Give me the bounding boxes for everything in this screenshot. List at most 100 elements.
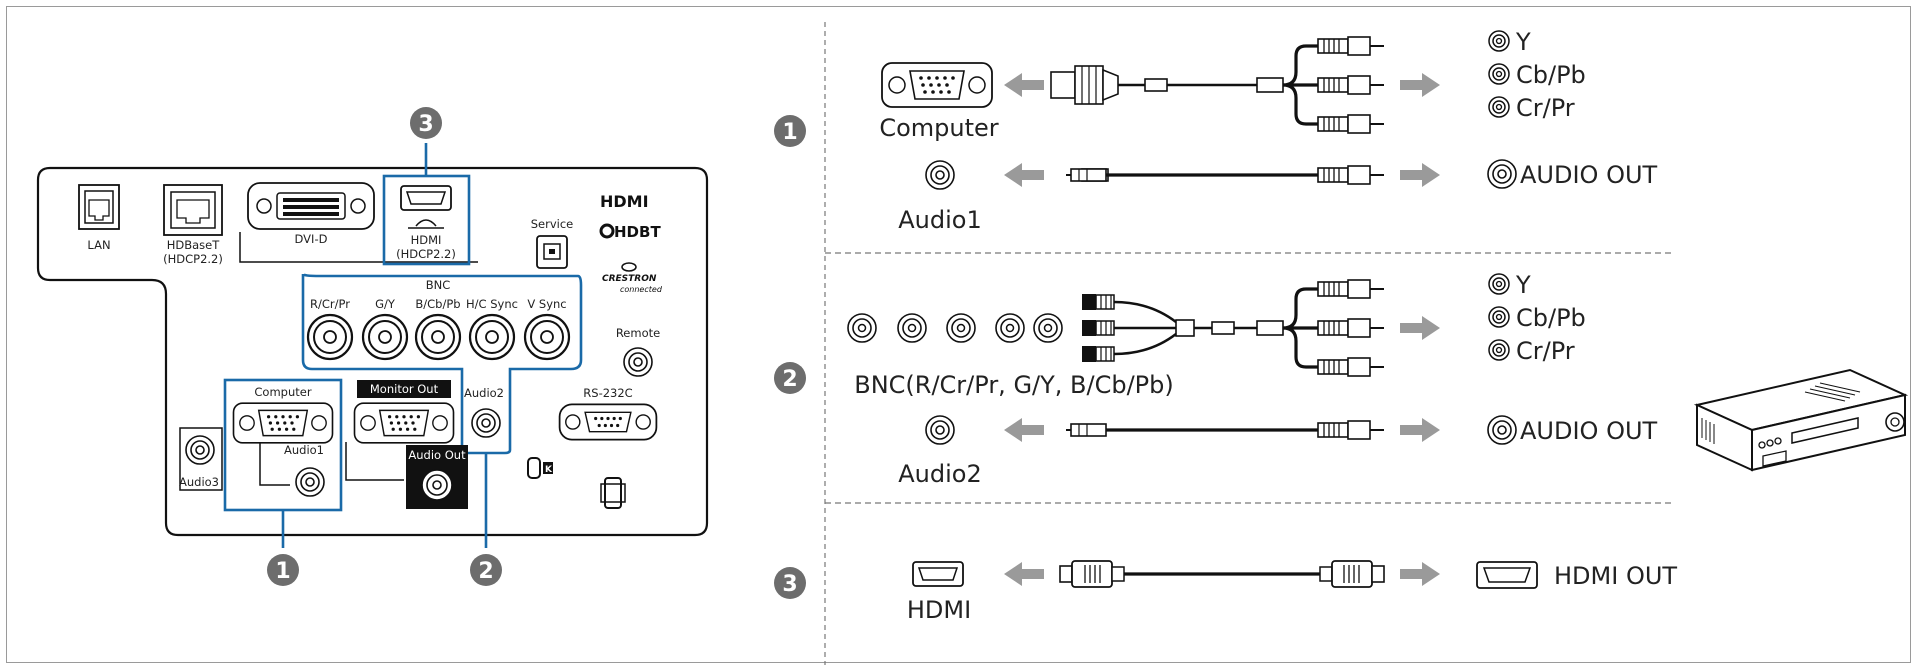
rear-panel: LAN HDBaseT (HDCP2.2) DVI-D xyxy=(36,107,709,586)
crestron-logo: CRESTRON connected xyxy=(602,262,663,294)
row-3-output-label: HDMI OUT xyxy=(1554,562,1677,590)
service-port xyxy=(536,235,568,269)
dvi-label: DVI-D xyxy=(295,232,328,246)
audio-out-jack-icon-1 xyxy=(1487,159,1517,189)
audio-cable-1 xyxy=(1066,165,1385,185)
row-3-source-label: HDMI xyxy=(907,596,971,624)
row-2-marker xyxy=(774,362,806,394)
y-jack-icon xyxy=(1488,30,1510,52)
row-1-output-y: Y xyxy=(1515,28,1531,56)
hdmi-cable xyxy=(1059,560,1385,588)
connection-row-3: 3 HDMI HDMI OUT xyxy=(774,560,1677,624)
hdmi-out-port-icon xyxy=(1476,561,1538,589)
row-1-output-cbpb: Cb/Pb xyxy=(1516,61,1586,89)
bnc-vsync-label: V Sync xyxy=(527,297,566,311)
connection-row-2: 2 BNC(R/Cr/Pr, G/Y, B/Cb/Pb) Y xyxy=(774,271,1658,488)
row-2-audio-arrow-left xyxy=(1004,418,1044,442)
callout-3-marker xyxy=(410,107,442,139)
audio1-port xyxy=(295,467,325,497)
vga-component-cable xyxy=(1050,36,1385,134)
bnc-label: BNC xyxy=(426,278,451,292)
audio3-label: Audio3 xyxy=(179,475,219,489)
row-1-audio-arrow-right xyxy=(1400,163,1440,187)
audio2-label: Audio2 xyxy=(464,386,504,400)
svg-text:K: K xyxy=(545,465,553,475)
audio-out-port xyxy=(421,469,453,501)
row-1-arrow-right xyxy=(1400,73,1440,97)
computer-port xyxy=(232,402,334,444)
hdmi-port-icon xyxy=(912,561,964,587)
hdbaset-logo: HDBT xyxy=(599,223,661,241)
callout-2-marker xyxy=(470,554,502,586)
hdbaset-sub-label: (HDCP2.2) xyxy=(163,252,223,266)
row-2-source-label: BNC(R/Cr/Pr, G/Y, B/Cb/Pb) xyxy=(854,371,1174,399)
computer-divider xyxy=(259,442,290,486)
hdmi-logo: HDMI xyxy=(600,192,649,211)
row-3-arrow-right xyxy=(1400,562,1440,586)
audio1-jack-icon xyxy=(925,160,955,190)
cbpb-jack-icon-2 xyxy=(1488,306,1510,328)
lan-label: LAN xyxy=(87,238,110,252)
crpr-jack-icon-2 xyxy=(1488,339,1510,361)
row-2-audio-label: Audio2 xyxy=(898,460,981,488)
svg-text:connected: connected xyxy=(620,285,663,294)
hdbaset-port xyxy=(163,184,223,236)
callout-3-number: 3 xyxy=(418,112,433,137)
row-1-marker xyxy=(774,115,806,147)
monitor-out-badge xyxy=(357,380,451,398)
audio1-label: Audio1 xyxy=(284,443,324,457)
bnc-component-cable xyxy=(1081,279,1385,377)
row-1-source-label: Computer xyxy=(879,114,998,142)
computer-port-icon xyxy=(881,62,993,108)
hdmi-port xyxy=(400,185,452,229)
connection-row-1: 1 Computer Y Cb/Pb Cr/Pr xyxy=(774,28,1658,234)
bnc-jacks-icon xyxy=(847,313,1063,343)
row-2-arrow-right xyxy=(1400,316,1440,340)
row-2-number: 2 xyxy=(782,367,797,392)
rs232c-label: RS-232C xyxy=(583,386,632,400)
row-1-output-crpr: Cr/Pr xyxy=(1516,94,1575,122)
remote-port xyxy=(623,347,653,377)
row-2-output-y: Y xyxy=(1515,271,1531,299)
security-bar-icon xyxy=(600,477,626,509)
audio2-jack-icon xyxy=(925,415,955,445)
audio2-port xyxy=(471,408,501,438)
audio-out-label: Audio Out xyxy=(408,448,466,462)
bnc-rcrpr-label: R/Cr/Pr xyxy=(310,297,350,311)
crpr-jack-icon xyxy=(1488,96,1510,118)
bnc-gy-label: G/Y xyxy=(375,297,396,311)
computer-label: Computer xyxy=(254,385,311,399)
remote-label: Remote xyxy=(616,326,660,340)
bnc-hcsync-label: H/C Sync xyxy=(466,297,518,311)
row-1-audio-arrow-left xyxy=(1004,163,1044,187)
row-2-audio-arrow-right xyxy=(1400,418,1440,442)
callout-2-number: 2 xyxy=(478,559,493,584)
figure-frame xyxy=(6,6,1911,663)
bnc-ports xyxy=(306,313,571,361)
row-1-number: 1 xyxy=(782,120,797,145)
row-2-output-cbpb: Cb/Pb xyxy=(1516,304,1586,332)
bnc-bcbpb-label: B/Cb/Pb xyxy=(415,297,460,311)
hdmi-label: HDMI xyxy=(411,233,442,247)
security-lock-icon: K xyxy=(527,457,553,479)
row-1-audio-out-label: AUDIO OUT xyxy=(1520,161,1658,189)
cbpb-jack-icon xyxy=(1488,63,1510,85)
service-label: Service xyxy=(531,217,574,231)
hdmi-sub-label: (HDCP2.2) xyxy=(396,247,456,261)
bnc-highlight xyxy=(301,273,583,455)
row-2-audio-out-label: AUDIO OUT xyxy=(1520,417,1658,445)
monitor-out-port xyxy=(353,402,455,444)
lan-port xyxy=(78,184,120,230)
svg-text:CRESTRON: CRESTRON xyxy=(602,274,657,284)
dvi-port xyxy=(247,182,375,230)
av-device-icon xyxy=(1693,368,1909,472)
row-1-audio-label: Audio1 xyxy=(898,206,981,234)
row-2-output-crpr: Cr/Pr xyxy=(1516,337,1575,365)
row-3-number: 3 xyxy=(782,572,797,597)
row-3-marker xyxy=(774,567,806,599)
y-jack-icon-2 xyxy=(1488,273,1510,295)
callout-1-marker xyxy=(267,554,299,586)
audio-cable-2 xyxy=(1066,420,1385,440)
rs232c-port xyxy=(558,403,658,441)
